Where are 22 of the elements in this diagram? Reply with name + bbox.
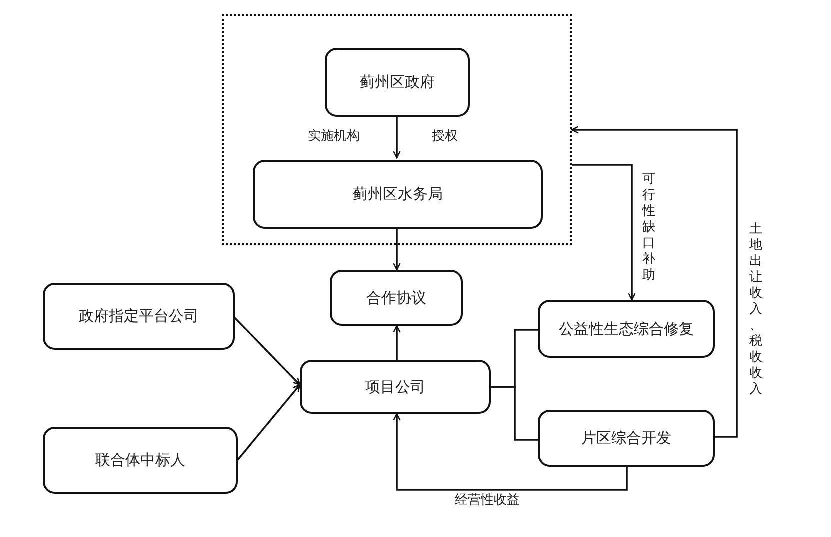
process-box: 蓟州区政府 — [325, 48, 470, 117]
process-box: 公益性生态综合修复 — [538, 300, 715, 358]
arrow — [571, 126, 738, 438]
process-box: 蓟州区水务局 — [253, 160, 543, 229]
connector-line — [491, 386, 538, 441]
edge-label: 经营性收益 — [455, 494, 520, 508]
process-box: 联合体中标人 — [43, 427, 238, 494]
edge-label: 土地出让收入、税收收入 — [749, 222, 763, 398]
process-box: 政府指定平台公司 — [43, 283, 235, 350]
process-box: 合作协议 — [330, 270, 463, 326]
annotation-label: 授权 — [432, 130, 458, 144]
arrow — [393, 115, 401, 159]
arrow — [393, 227, 401, 271]
arrow — [234, 317, 301, 386]
annotation-label: 实施机构 — [308, 130, 360, 144]
process-box: 项目公司 — [300, 360, 491, 414]
arrow — [237, 384, 301, 461]
arrow — [393, 325, 401, 360]
arrow — [393, 413, 628, 491]
process-box: 片区综合开发 — [538, 410, 715, 467]
dotted-frame — [222, 14, 572, 245]
arrow — [572, 164, 636, 301]
